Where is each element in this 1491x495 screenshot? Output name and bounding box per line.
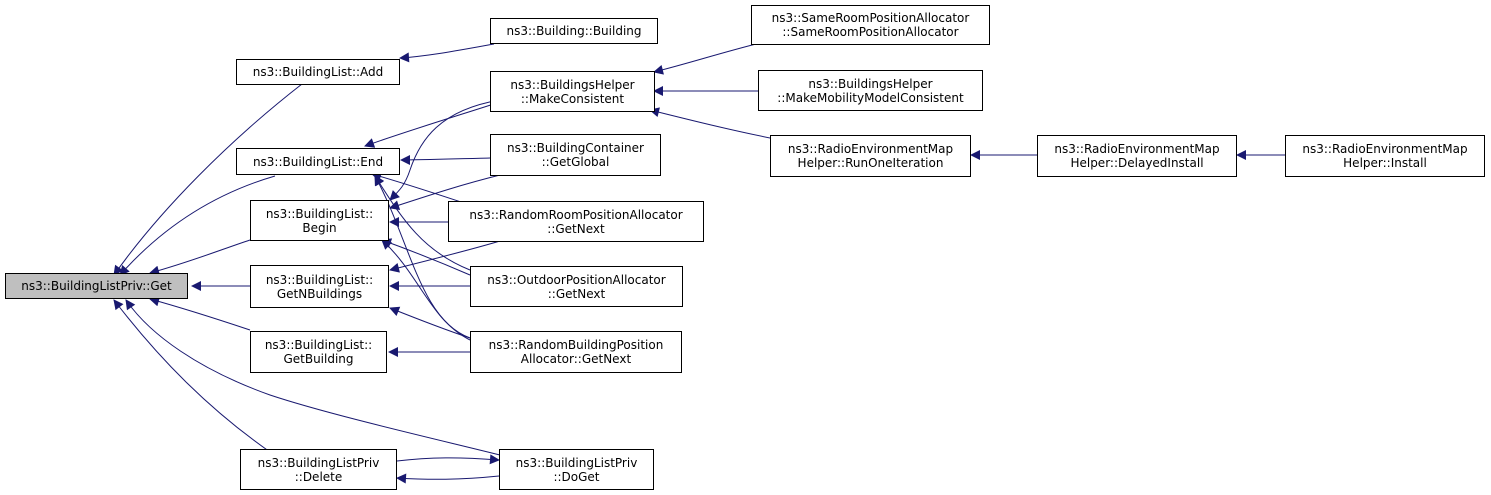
- node-label: ns3::BuildingsHelper::MakeMobilityModelC…: [777, 77, 963, 105]
- node-buildinglist-getbuilding[interactable]: ns3::BuildingList::GetBuilding: [250, 331, 387, 373]
- edge-doget-to-delete: [396, 473, 500, 484]
- node-label-line: ::GetNext: [547, 221, 605, 236]
- node-buildinglist-add[interactable]: ns3::BuildingList::Add: [236, 59, 400, 85]
- node-label-line: ns3::BuildingListPriv: [515, 455, 638, 470]
- node-label-line: ns3::BuildingList::Add: [252, 65, 384, 79]
- edge-doget-to-get: [125, 299, 501, 456]
- node-label-line: ns3::BuildingList::: [265, 272, 374, 287]
- node-buildingcontainer-getglobal[interactable]: ns3::BuildingContainer::GetGlobal: [490, 134, 661, 176]
- node-label: ns3::BuildingList::GetBuilding: [265, 338, 372, 366]
- node-label-line: GetNBuildings: [276, 286, 363, 301]
- node-buildinglist-begin[interactable]: ns3::BuildingList::Begin: [250, 200, 389, 241]
- node-sameroompositionallocator-ctor[interactable]: ns3::SameRoomPositionAllocator::SameRoom…: [751, 5, 990, 45]
- edge-getbuilding-to-get: [149, 296, 251, 331]
- edge-randbuilding-to-getn: [389, 306, 471, 339]
- node-label: ns3::BuildingListPriv::Get: [21, 279, 171, 293]
- node-label: ns3::Building::Building: [506, 24, 641, 38]
- node-randomroompositionallocator-getnext[interactable]: ns3::RandomRoomPositionAllocator::GetNex…: [448, 201, 704, 242]
- node-label-line: ns3::BuildingList::: [264, 338, 373, 352]
- node-label-line: ns3::BuildingList::: [265, 206, 374, 221]
- node-label: ns3::RandomRoomPositionAllocator::GetNex…: [469, 208, 682, 236]
- node-label: ns3::BuildingListPriv::DoGet: [516, 456, 638, 484]
- node-label-line: Begin: [302, 220, 337, 235]
- node-label-line: Helper::RunOneIteration: [797, 156, 944, 170]
- node-label-line: ns3::BuildingContainer: [507, 141, 644, 155]
- node-label: ns3::OutdoorPositionAllocator::GetNext: [487, 273, 665, 301]
- node-label-line: ::DoGet: [553, 469, 600, 484]
- node-label-line: ns3::RadioEnvironmentMap: [1302, 142, 1468, 156]
- node-building-building[interactable]: ns3::Building::Building: [490, 18, 658, 44]
- edge-outdoor-to-end: [374, 175, 471, 271]
- node-label-line: GetBuilding: [283, 352, 354, 366]
- node-label-line: ::MakeConsistent: [520, 91, 625, 106]
- edge-getglobal-to-begin: [389, 174, 501, 210]
- node-label: ns3::BuildingContainer::GetGlobal: [507, 141, 644, 169]
- node-label: ns3::BuildingList::End: [253, 155, 383, 169]
- node-buildingshelper-makeconsistent[interactable]: ns3::BuildingsHelper::MakeConsistent: [490, 71, 655, 112]
- edge-remrun-to-consistent: [649, 107, 776, 140]
- node-label-line: ns3::RadioEnvironmentMap: [787, 142, 954, 156]
- node-buildinglistpriv-doget[interactable]: ns3::BuildingListPriv::DoGet: [499, 449, 654, 490]
- node-label-line: Helper::Install: [1343, 156, 1427, 170]
- node-buildingshelper-makemobilitymodelconsistent[interactable]: ns3::BuildingsHelper::MakeMobilityModelC…: [758, 70, 983, 111]
- node-label-line: ::GetGlobal: [541, 155, 610, 169]
- node-label-line: ns3::BuildingsHelper: [510, 77, 635, 92]
- node-label-line: ::GetNext: [547, 286, 606, 301]
- node-label-line: ns3::BuildingListPriv: [257, 455, 380, 470]
- node-label-line: ::Delete: [294, 469, 343, 484]
- edge-begin-to-get: [149, 239, 251, 276]
- edge-consistent-to-begin: [389, 99, 501, 201]
- node-buildinglist-getnbuildings[interactable]: ns3::BuildingList::GetNBuildings: [250, 265, 389, 308]
- node-label: ns3::BuildingList::Begin: [266, 207, 373, 235]
- node-label-line: ns3::RandomRoomPositionAllocator: [469, 207, 683, 222]
- edge-add-to-get: [113, 83, 303, 276]
- edge-end-to-get: [119, 175, 276, 276]
- edge-sameroom-to-consistent: [653, 42, 761, 75]
- edge-outdoor-to-begin: [381, 238, 471, 276]
- node-label: ns3::BuildingList::Add: [253, 65, 384, 79]
- node-label: ns3::BuildingList::GetNBuildings: [266, 273, 373, 301]
- edge-randbuilding-to-begin: [381, 239, 471, 341]
- node-label-line: ns3::RandomBuildingPosition: [488, 338, 664, 352]
- node-label-line: ns3::RadioEnvironmentMap: [1054, 142, 1220, 156]
- node-label: ns3::SameRoomPositionAllocator::SameRoom…: [772, 11, 970, 39]
- node-label-line: ns3::BuildingListPriv::Get: [21, 279, 172, 293]
- node-label-line: Helper::DelayedInstall: [1070, 156, 1204, 170]
- node-label-line: ::MakeMobilityModelConsistent: [777, 90, 964, 105]
- node-label-line: ns3::BuildingList::End: [252, 154, 384, 169]
- edge-consistent-to-end: [364, 101, 501, 148]
- node-buildinglist-end[interactable]: ns3::BuildingList::End: [236, 148, 400, 175]
- node-buildinglistpriv-get[interactable]: ns3::BuildingListPriv::Get: [5, 273, 188, 299]
- node-buildinglistpriv-delete[interactable]: ns3::BuildingListPriv::Delete: [240, 449, 397, 490]
- node-label: ns3::BuildingListPriv::Delete: [258, 456, 380, 484]
- node-outdoorpositionallocator-getnext[interactable]: ns3::OutdoorPositionAllocator::GetNext: [470, 266, 683, 307]
- node-label-line: ns3::SameRoomPositionAllocator: [771, 11, 970, 25]
- edge-delete-to-doget: [396, 454, 500, 465]
- node-label-line: Allocator::GetNext: [520, 352, 632, 366]
- node-label-line: ns3::BuildingsHelper: [808, 76, 933, 91]
- edge-building-to-add: [399, 43, 495, 63]
- edge-randroom-to-getn: [389, 240, 501, 273]
- edge-getglobal-to-end: [400, 154, 491, 165]
- edge-delete-to-get: [113, 299, 271, 453]
- node-label-line: ns3::Building::Building: [506, 24, 642, 38]
- node-label-line: ns3::OutdoorPositionAllocator: [487, 272, 666, 287]
- node-label: ns3::BuildingsHelper::MakeConsistent: [510, 78, 634, 106]
- node-label-line: ::SameRoomPositionAllocator: [782, 25, 959, 39]
